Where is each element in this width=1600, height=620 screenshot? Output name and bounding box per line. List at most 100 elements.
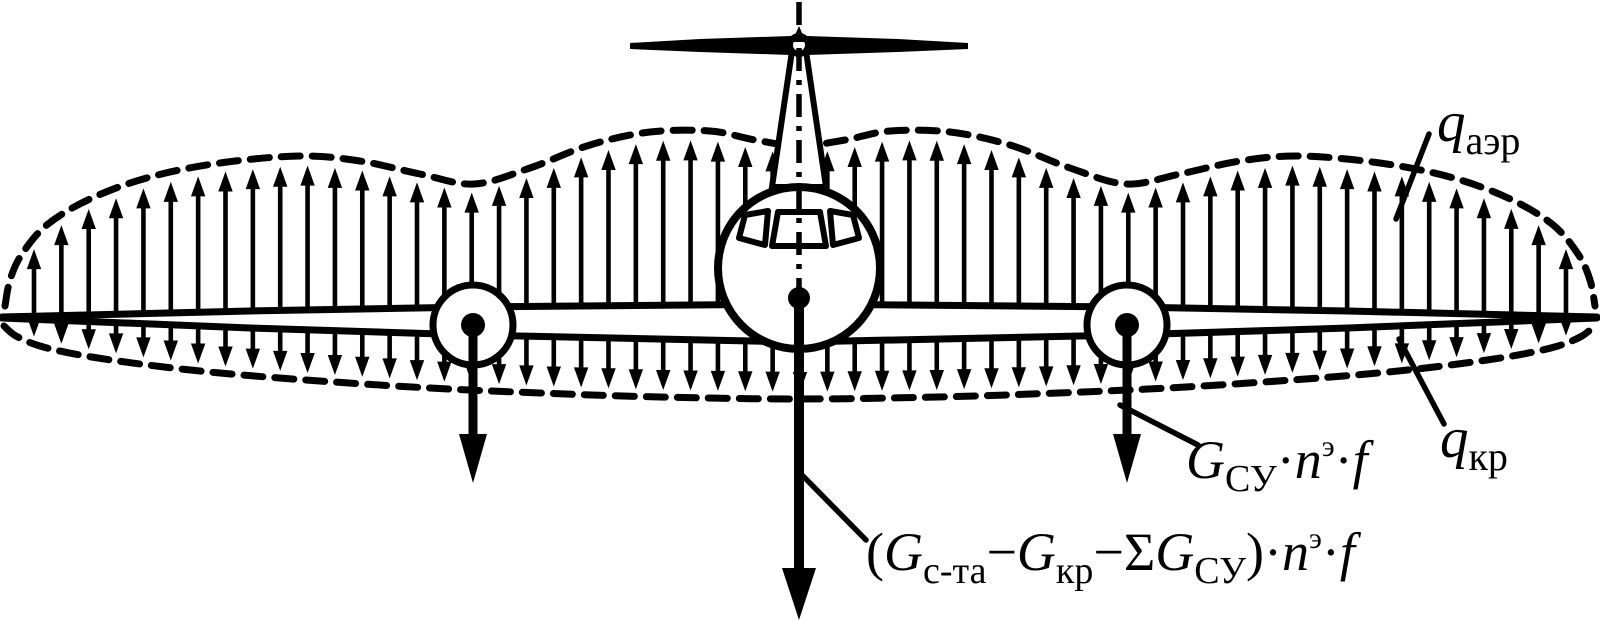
weight-arrow-head: [136, 337, 151, 358]
weight-arrow-head: [1476, 333, 1492, 354]
force-labels: q аэр qкр GСУ·nэ·f (Gс-та−Gкр−ΣGСУ)·nэ·f: [866, 91, 1520, 592]
lift-arrow-head: [1558, 249, 1574, 270]
weight-arrow-head: [1504, 329, 1519, 350]
q-kr-label: qкр: [1440, 407, 1508, 479]
lift-arrow-head: [300, 165, 315, 186]
engine-force-label-segment: G: [1186, 430, 1225, 490]
engine-force-label-segment: ·: [1277, 430, 1295, 490]
fuselage-force-label-segment: f: [1340, 522, 1362, 582]
q-kr-label-segment: кр: [1469, 434, 1508, 479]
engine-force-label-segment: f: [1353, 430, 1375, 490]
lift-arrow-head: [1203, 176, 1218, 197]
engine-force-label-segment: СУ: [1225, 458, 1277, 500]
fuselage-force-label: (Gс-та−Gкр−ΣGСУ)·nэ·f: [866, 522, 1362, 592]
lift-arrow-head: [81, 208, 96, 229]
lift-arrow-head: [1121, 192, 1136, 213]
lift-arrow-head: [847, 147, 862, 168]
lift-arrow-head: [355, 170, 370, 191]
lift-arrow-head: [902, 140, 917, 161]
lift-arrow-head: [1422, 181, 1437, 202]
lift-arrow-head: [1476, 198, 1492, 219]
vertical-fin: [768, 48, 830, 190]
lift-arrow-head: [710, 141, 726, 162]
weight-arrow-head: [437, 361, 452, 382]
fuselage-force-label-segment: э: [1309, 522, 1322, 555]
weight-arrow-head: [355, 356, 370, 377]
weight-arrow-head: [409, 360, 425, 381]
lift-arrow-head: [1011, 157, 1027, 178]
weight-arrow-head: [273, 350, 288, 371]
lift-arrow-head: [929, 140, 944, 161]
engine-force-label-segment: ·: [1335, 430, 1353, 490]
engine-force-label-segment: э: [1322, 430, 1335, 463]
weight-arrow-head: [1449, 337, 1464, 358]
center-leader-line: [800, 473, 869, 543]
lift-arrow-head: [491, 185, 507, 206]
weight-arrow-head: [1257, 354, 1273, 375]
lift-arrow-head: [1339, 169, 1355, 190]
weight-arrow-head: [1285, 352, 1300, 373]
lift-arrow-head: [1093, 185, 1109, 206]
weight-arrow-head: [1203, 358, 1218, 379]
lift-arrow-head: [956, 144, 972, 165]
weight-arrow-head: [738, 371, 753, 392]
lift-arrow-head: [464, 192, 479, 213]
engine-force-label: GСУ·nэ·f: [1186, 430, 1375, 500]
q_kr-leader-line: [1396, 336, 1447, 427]
q-aer-label-segment: аэр: [1466, 118, 1521, 163]
fuselage-force-label-segment: −: [986, 522, 1016, 582]
lift-arrow-head: [1066, 178, 1081, 199]
weight-arrow-head: [1066, 365, 1081, 386]
lift-arrow-head: [656, 140, 671, 161]
lift-arrow-head: [1285, 165, 1300, 186]
lift-arrow-head: [218, 171, 233, 192]
label-leader-lines: [800, 131, 1447, 543]
lift-arrow-head: [163, 181, 178, 202]
lift-arrow-head: [601, 149, 616, 170]
lift-arrow-head: [190, 176, 206, 197]
lift-arrow-head: [1367, 171, 1382, 192]
lift-arrow-head: [26, 249, 42, 270]
weight-arrow-head: [1367, 346, 1382, 367]
weight-arrow-head: [190, 343, 206, 364]
weight-arrow-head: [847, 371, 862, 392]
weight-arrow-head: [956, 369, 972, 390]
lift-arrow-head: [573, 157, 589, 178]
weight-arrow-head: [1148, 361, 1163, 382]
concentrated-force-arrows: [459, 287, 1141, 620]
stabilizer-right: [807, 36, 968, 55]
weight-arrow-head: [656, 370, 671, 391]
weight-arrow-head: [1011, 367, 1027, 388]
weight-arrow-head: [984, 368, 999, 389]
fuselage-force-label-segment: ·: [1322, 522, 1340, 582]
weight-arrow-head: [1230, 356, 1245, 377]
weight-arrow-head: [108, 333, 124, 354]
lift-arrow-head: [327, 167, 343, 188]
q-kr-label-segment: q: [1440, 407, 1469, 470]
fuselage-force-label-segment: кр: [1056, 550, 1093, 592]
fuselage-force-label-segment: )·: [1246, 522, 1282, 582]
fuselage-force-label-segment: −Σ: [1093, 522, 1155, 582]
lift-arrow-head: [409, 182, 425, 203]
weight-arrow-head: [1312, 350, 1327, 371]
weight-arrow-head: [1093, 364, 1109, 385]
weight-arrow-head: [710, 370, 726, 391]
cockpit-window-right: [827, 208, 862, 248]
cockpit-window-center: [769, 209, 829, 249]
lift-arrow-head: [738, 147, 753, 168]
lift-arrow-head: [1449, 188, 1464, 209]
weight-arrow-head: [519, 365, 534, 386]
weight-arrow-head: [902, 370, 917, 391]
lift-arrow-head: [984, 149, 999, 170]
lift-arrow-head: [1531, 225, 1546, 246]
weight-arrow-head: [683, 370, 698, 391]
engine-leader-line: [1117, 402, 1201, 448]
fuselage-weight-arrow-head: [782, 568, 816, 620]
weight-arrow-head: [491, 364, 507, 385]
lift-arrow-head: [1230, 170, 1245, 191]
lift-arrow-head: [546, 167, 561, 188]
weight-arrow-head: [546, 366, 561, 387]
lift-arrow-head: [273, 166, 288, 187]
weight-arrow-head: [1531, 323, 1546, 344]
weight-arrow-head: [327, 354, 343, 375]
